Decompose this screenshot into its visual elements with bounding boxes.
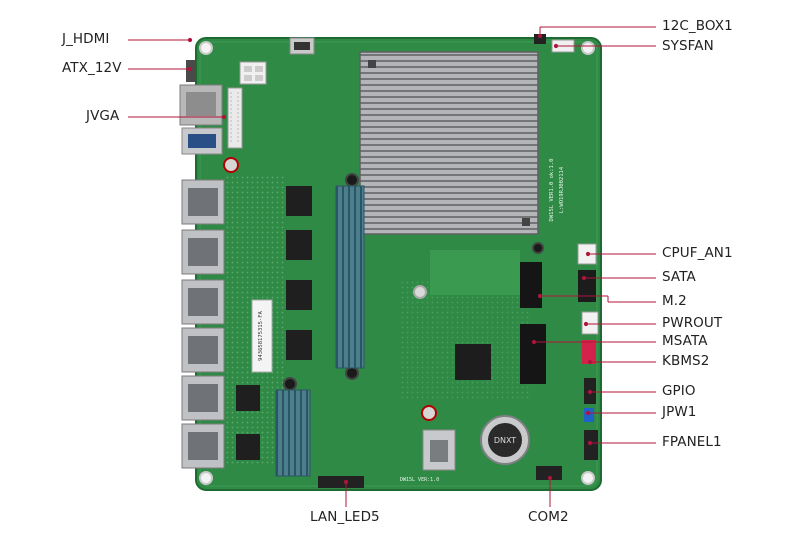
lan-controllers	[236, 186, 312, 460]
usb-port-top	[181, 127, 223, 155]
hdmi-port	[289, 37, 315, 55]
label-kbms2: KBMS2	[662, 353, 710, 369]
label-j-hdmi: J_HDMI	[62, 31, 110, 47]
lan-heatsink-small	[275, 389, 311, 477]
mounting-holes	[199, 41, 595, 485]
label-sysfan: SYSFAN	[662, 38, 714, 54]
sticker-text: 943658175315-FA	[258, 310, 264, 360]
label-jvga: JVGA	[86, 108, 120, 124]
usb-port-bottom	[422, 429, 456, 471]
kbms2-header	[582, 340, 596, 364]
label-jpw1: JPW1	[662, 404, 697, 420]
sata-connector	[578, 270, 596, 302]
label-12c-box1: 12C_BOX1	[662, 18, 733, 34]
label-m2: M.2	[662, 293, 687, 309]
side-labels: DW15L VER1.0 ok:1.0 L:WO19RJ002114	[549, 159, 565, 222]
bottom-cap	[421, 405, 437, 421]
leader-lines	[128, 26, 656, 507]
vga-connector	[179, 84, 243, 149]
label-lan-led5: LAN_LED5	[310, 509, 380, 525]
label-pwrout: PWROUT	[662, 315, 723, 331]
serial-sticker: 943658175315-FA	[251, 299, 273, 373]
silk-marking: DW15L VER:1.0	[400, 477, 439, 483]
fpanel1-header	[584, 430, 598, 460]
jpw1-header	[584, 408, 594, 422]
bios-battery: DNXT	[480, 415, 530, 465]
label-msata: MSATA	[662, 333, 708, 349]
battery-brand: DNXT	[494, 436, 516, 445]
lan-ports	[181, 179, 225, 469]
label-com2: COM2	[528, 509, 569, 525]
capacitor	[223, 157, 239, 173]
msata-slot	[520, 324, 546, 384]
cpu-heatsink	[359, 51, 539, 235]
12c-box1-header	[534, 34, 546, 44]
atx-12v-connector	[186, 60, 267, 85]
silk-marking-text: DW15L VER:1.0	[400, 477, 439, 483]
com2-header	[536, 466, 562, 480]
label-cpuf-an1: CPUF_AN1	[662, 245, 733, 261]
side-label-1: DW15L VER1.0 ok:1.0	[549, 159, 555, 222]
label-atx-12v: ATX_12V	[62, 60, 122, 76]
label-sata: SATA	[662, 269, 696, 285]
super-io-chip	[455, 344, 491, 380]
label-gpio: GPIO	[662, 383, 696, 399]
m2-slot	[520, 262, 542, 308]
side-label-2: L:WO19RJ002114	[559, 166, 565, 213]
lan-led5-header	[318, 476, 364, 488]
label-fpanel1: FPANEL1	[662, 434, 722, 450]
pwrout-header	[581, 311, 599, 335]
lan-heatsink-tall	[335, 185, 365, 369]
